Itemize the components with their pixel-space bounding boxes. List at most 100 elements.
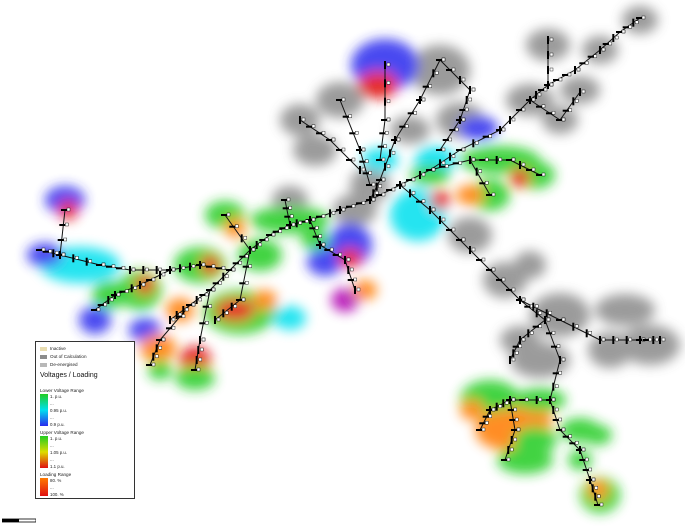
bus-bar (179, 264, 181, 273)
bus-bar (544, 316, 546, 324)
bus-bar (384, 61, 386, 69)
terminal-box (365, 159, 369, 163)
bus-bar (509, 116, 511, 124)
terminal-box (353, 277, 357, 282)
terminal-box (585, 61, 589, 65)
bus-bar (642, 339, 651, 341)
terminal-box (285, 226, 289, 230)
bus-bar (212, 282, 221, 285)
terminal-box (518, 344, 522, 348)
bus-bar (316, 132, 324, 135)
terminal-box (315, 226, 319, 230)
terminal-box (361, 167, 366, 172)
terminal-box (361, 201, 366, 205)
bus-bar (372, 189, 375, 198)
terminal-box (511, 357, 516, 362)
terminal-box (301, 117, 306, 122)
bus-bar (159, 271, 161, 279)
terminal-box (251, 247, 256, 252)
terminal-box (481, 257, 486, 262)
terminal-box (511, 117, 516, 122)
bus-bar (336, 209, 344, 211)
bus-bar (422, 85, 431, 88)
bus-bar (61, 209, 69, 211)
bus-bar (416, 200, 424, 203)
bus-bar (324, 249, 333, 251)
bus-bar (591, 484, 594, 493)
terminal-box (181, 314, 186, 318)
terminal-box (581, 447, 586, 452)
legend-state-out-of-calculation: Out of Calculation (40, 354, 87, 360)
bus-bar (486, 194, 494, 196)
bus-bar (42, 250, 51, 253)
out-of-calculation-label: Out of Calculation (50, 354, 87, 359)
terminal-box (585, 457, 589, 462)
terminal-box (225, 311, 229, 315)
bus-bar (232, 262, 241, 265)
terminal-box (133, 286, 137, 290)
bus-bar (336, 149, 344, 151)
terminal-box (63, 237, 67, 242)
bus-bar (579, 459, 588, 461)
terminal-box (111, 264, 116, 268)
upper-tick-4: ... (50, 457, 54, 462)
lower-voltage-gradient (40, 394, 48, 426)
terminal-box (161, 272, 166, 277)
lower-tick-1: 1. p.u. (50, 394, 63, 399)
terminal-box (615, 337, 619, 342)
bus-bar (636, 339, 644, 341)
terminal-box (461, 117, 466, 122)
terminal-box (405, 124, 409, 128)
legend-state-inactive: Inactive (40, 346, 66, 352)
bus-bar (442, 139, 451, 141)
terminal-box (396, 137, 401, 142)
bus-bar (486, 269, 494, 271)
terminal-box (248, 264, 252, 268)
bus-bar (506, 289, 514, 291)
out-of-calculation-swatch (40, 354, 47, 359)
bus-bar (332, 254, 341, 256)
terminal-box (386, 164, 391, 168)
bus-bar (206, 265, 214, 268)
bus-bar (236, 299, 244, 301)
bus-bar (536, 105, 544, 108)
bus-bar (349, 132, 358, 135)
terminal-box (521, 337, 526, 342)
bus-bar (512, 349, 515, 358)
terminal-box (200, 347, 204, 352)
bus-bar (309, 227, 318, 230)
terminal-box (561, 317, 566, 322)
terminal-box (546, 317, 551, 322)
bus-bar (354, 286, 356, 294)
terminal-box (505, 401, 509, 405)
terminal-box (145, 267, 149, 272)
bus-bar (346, 205, 354, 208)
terminal-box (588, 467, 592, 472)
terminal-box (435, 71, 439, 75)
bus-bar (476, 429, 484, 431)
terminal-box (351, 157, 356, 162)
terminal-box (321, 131, 326, 135)
terminal-box (635, 20, 639, 24)
terminal-box (158, 346, 162, 350)
lower-tick-4: ... (50, 415, 54, 420)
terminal-box (549, 67, 554, 72)
terminal-box (225, 274, 229, 278)
bus-bar (342, 115, 351, 118)
terminal-box (103, 302, 107, 307)
bus-bar (495, 156, 498, 164)
terminal-box (421, 172, 426, 177)
loading-tick-3: 100. % (50, 492, 64, 497)
terminal-box (515, 417, 519, 422)
upper-tick-5: 1.1 p.u. (50, 464, 65, 469)
terminal-box (581, 89, 586, 94)
terminal-box (511, 157, 516, 162)
bus-bar (622, 26, 631, 29)
bus-bar (556, 119, 564, 121)
bus-bar (186, 304, 194, 306)
bus-bar (547, 51, 549, 59)
bus-bar (116, 267, 124, 270)
upper-tick-3: 1.05 p.u. (50, 450, 68, 455)
bus-bar (535, 91, 537, 99)
terminal-box (451, 154, 456, 158)
